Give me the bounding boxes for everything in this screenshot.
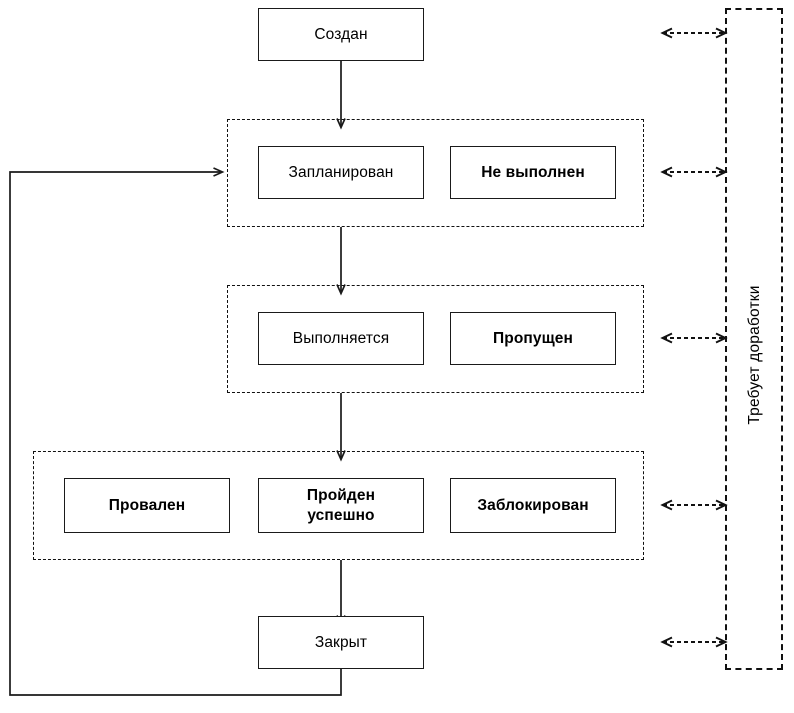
state-group-planned: [227, 119, 644, 227]
rework-panel: [725, 8, 783, 670]
state-node-failed[interactable]: Провален: [64, 478, 230, 533]
state-node-not-done[interactable]: Не выполнен: [450, 146, 616, 199]
rework-panel-label: Требует доработки: [746, 285, 763, 425]
state-node-planned[interactable]: Запланирован: [258, 146, 424, 199]
state-node-running[interactable]: Выполняется: [258, 312, 424, 365]
state-node-skipped[interactable]: Пропущен: [450, 312, 616, 365]
state-group-result: [33, 451, 644, 560]
state-node-closed[interactable]: Закрыт: [258, 616, 424, 669]
state-node-blocked[interactable]: Заблокирован: [450, 478, 616, 533]
state-node-passed[interactable]: Пройден успешно: [258, 478, 424, 533]
state-node-created[interactable]: Создан: [258, 8, 424, 61]
state-group-running: [227, 285, 644, 393]
